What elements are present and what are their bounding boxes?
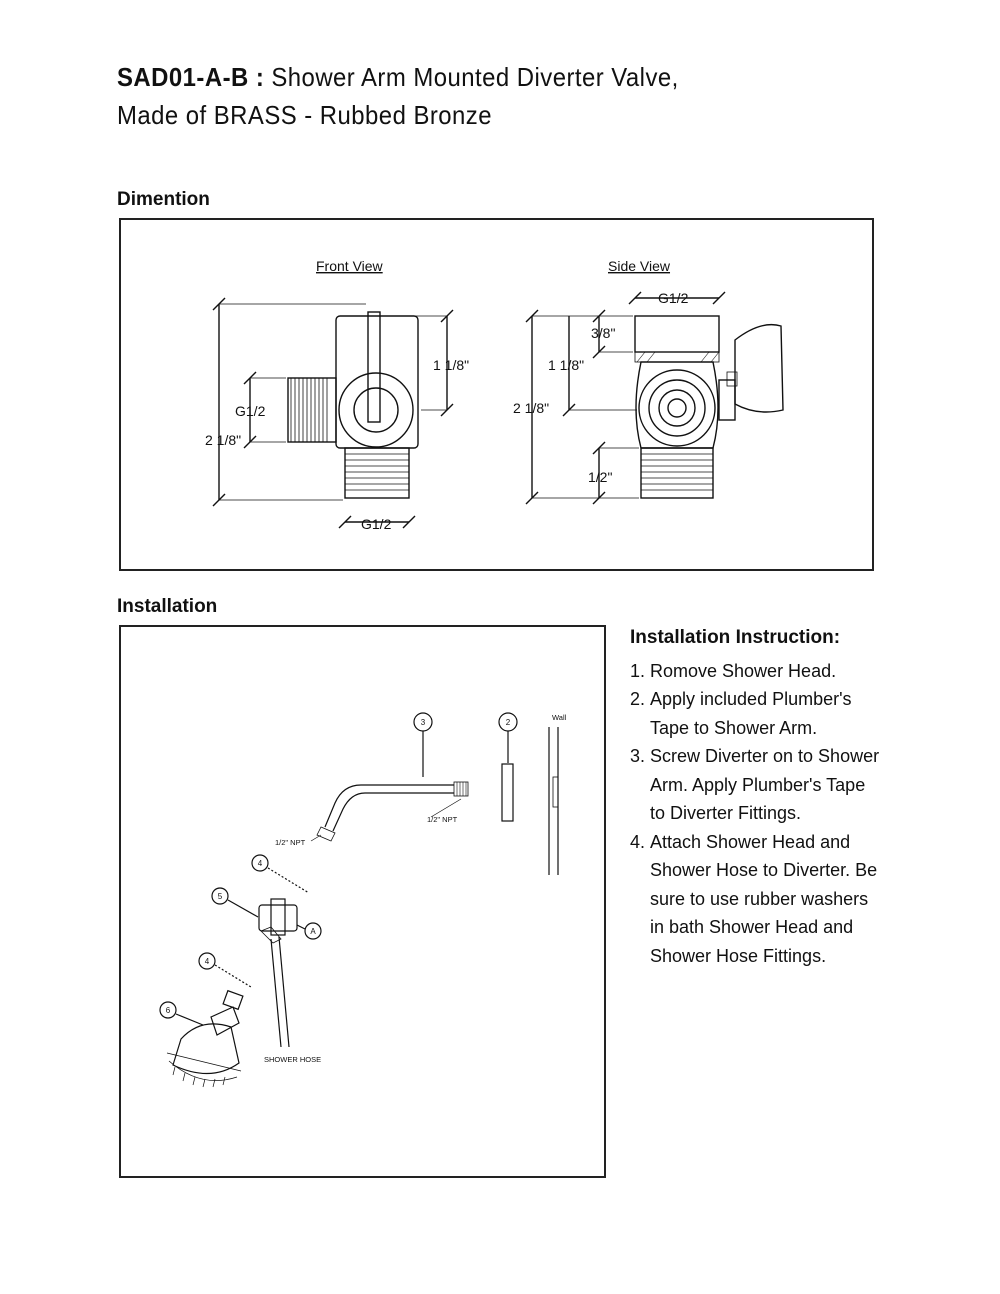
front-view-label: Front View [316,258,384,274]
installation-drawing: 3 2 4 5 A 4 6 Wall 1/2" NPT 1/2" NPT SHO… [159,712,567,1088]
front-dim-height-top: 1 1/8" [433,357,469,373]
title-description: Shower Arm Mounted Diverter Valve, [271,62,679,92]
npt-label-right: 1/2" NPT [427,815,458,824]
step-text: Apply included Plumber's Tape to Shower … [650,689,852,738]
callout-2: 2 [506,718,511,727]
step-number: 4. [630,831,646,852]
callout-4-lower: 4 [205,957,210,966]
callout-5: 5 [218,892,223,901]
title-line-2: Made of BRASS - Rubbed Bronze [117,100,493,130]
instruction-step-3: 3. Screw Diverter on to Shower Arm. Appl… [630,742,880,828]
step-text: Attach Shower Head and Shower Hose to Di… [650,831,878,966]
instructions-title: Installation Instruction: [630,627,841,648]
side-dim-top-depth: 3/8" [591,325,615,341]
shower-hose-label: SHOWER HOSE [264,1055,321,1064]
step-text: Screw Diverter on to Shower Arm. Apply P… [650,746,880,823]
side-view-label: Side View [608,258,671,274]
side-dim-upper: 1 1/8" [548,357,584,373]
side-dim-overall: 2 1/8" [513,400,549,416]
step-number: 3. [630,746,646,766]
step-number: 1. [630,660,646,681]
dimension-heading: Dimention [117,189,210,210]
side-dim-bottom: 1/2" [588,469,612,485]
instruction-step-4: 4. Attach Shower Head and Shower Hose to… [630,828,880,971]
instruction-step-1: 1. Romove Shower Head. [630,657,880,686]
callout-3: 3 [421,718,426,727]
callout-a: A [310,927,316,936]
front-dim-thread-bottom: G1/2 [361,516,392,532]
npt-label-left: 1/2" NPT [275,838,306,847]
callout-4-upper: 4 [258,859,263,868]
dimension-drawing: Front View Side View 1 1/8" G1/2 2 1/8" … [205,258,784,532]
step-text: Romove Shower Head. [650,660,837,681]
installation-diagram-box: 3 2 4 5 A 4 6 Wall 1/2" NPT 1/2" NPT SHO… [119,625,606,1178]
front-dim-thread-side: G1/2 [235,403,266,419]
wall-label: Wall [552,713,567,722]
callout-6: 6 [166,1006,171,1015]
side-dim-thread-top: G1/2 [658,290,689,306]
product-title: SAD01-A-B : Shower Arm Mounted Diverter … [117,58,816,134]
installation-heading: Installation [117,596,218,617]
front-dim-overall: 2 1/8" [205,432,241,448]
title-line-1: SAD01-A-B : Shower Arm Mounted Diverter … [117,58,816,96]
model-number: SAD01-A-B [117,62,249,92]
instruction-step-2: 2. Apply included Plumber's Tape to Show… [630,685,880,742]
installation-instructions: Installation Instruction: 1. Romove Show… [630,624,880,970]
dimension-diagram-box: Front View Side View 1 1/8" G1/2 2 1/8" … [119,218,874,571]
title-separator: : [248,62,272,92]
step-number: 2. [630,689,646,709]
